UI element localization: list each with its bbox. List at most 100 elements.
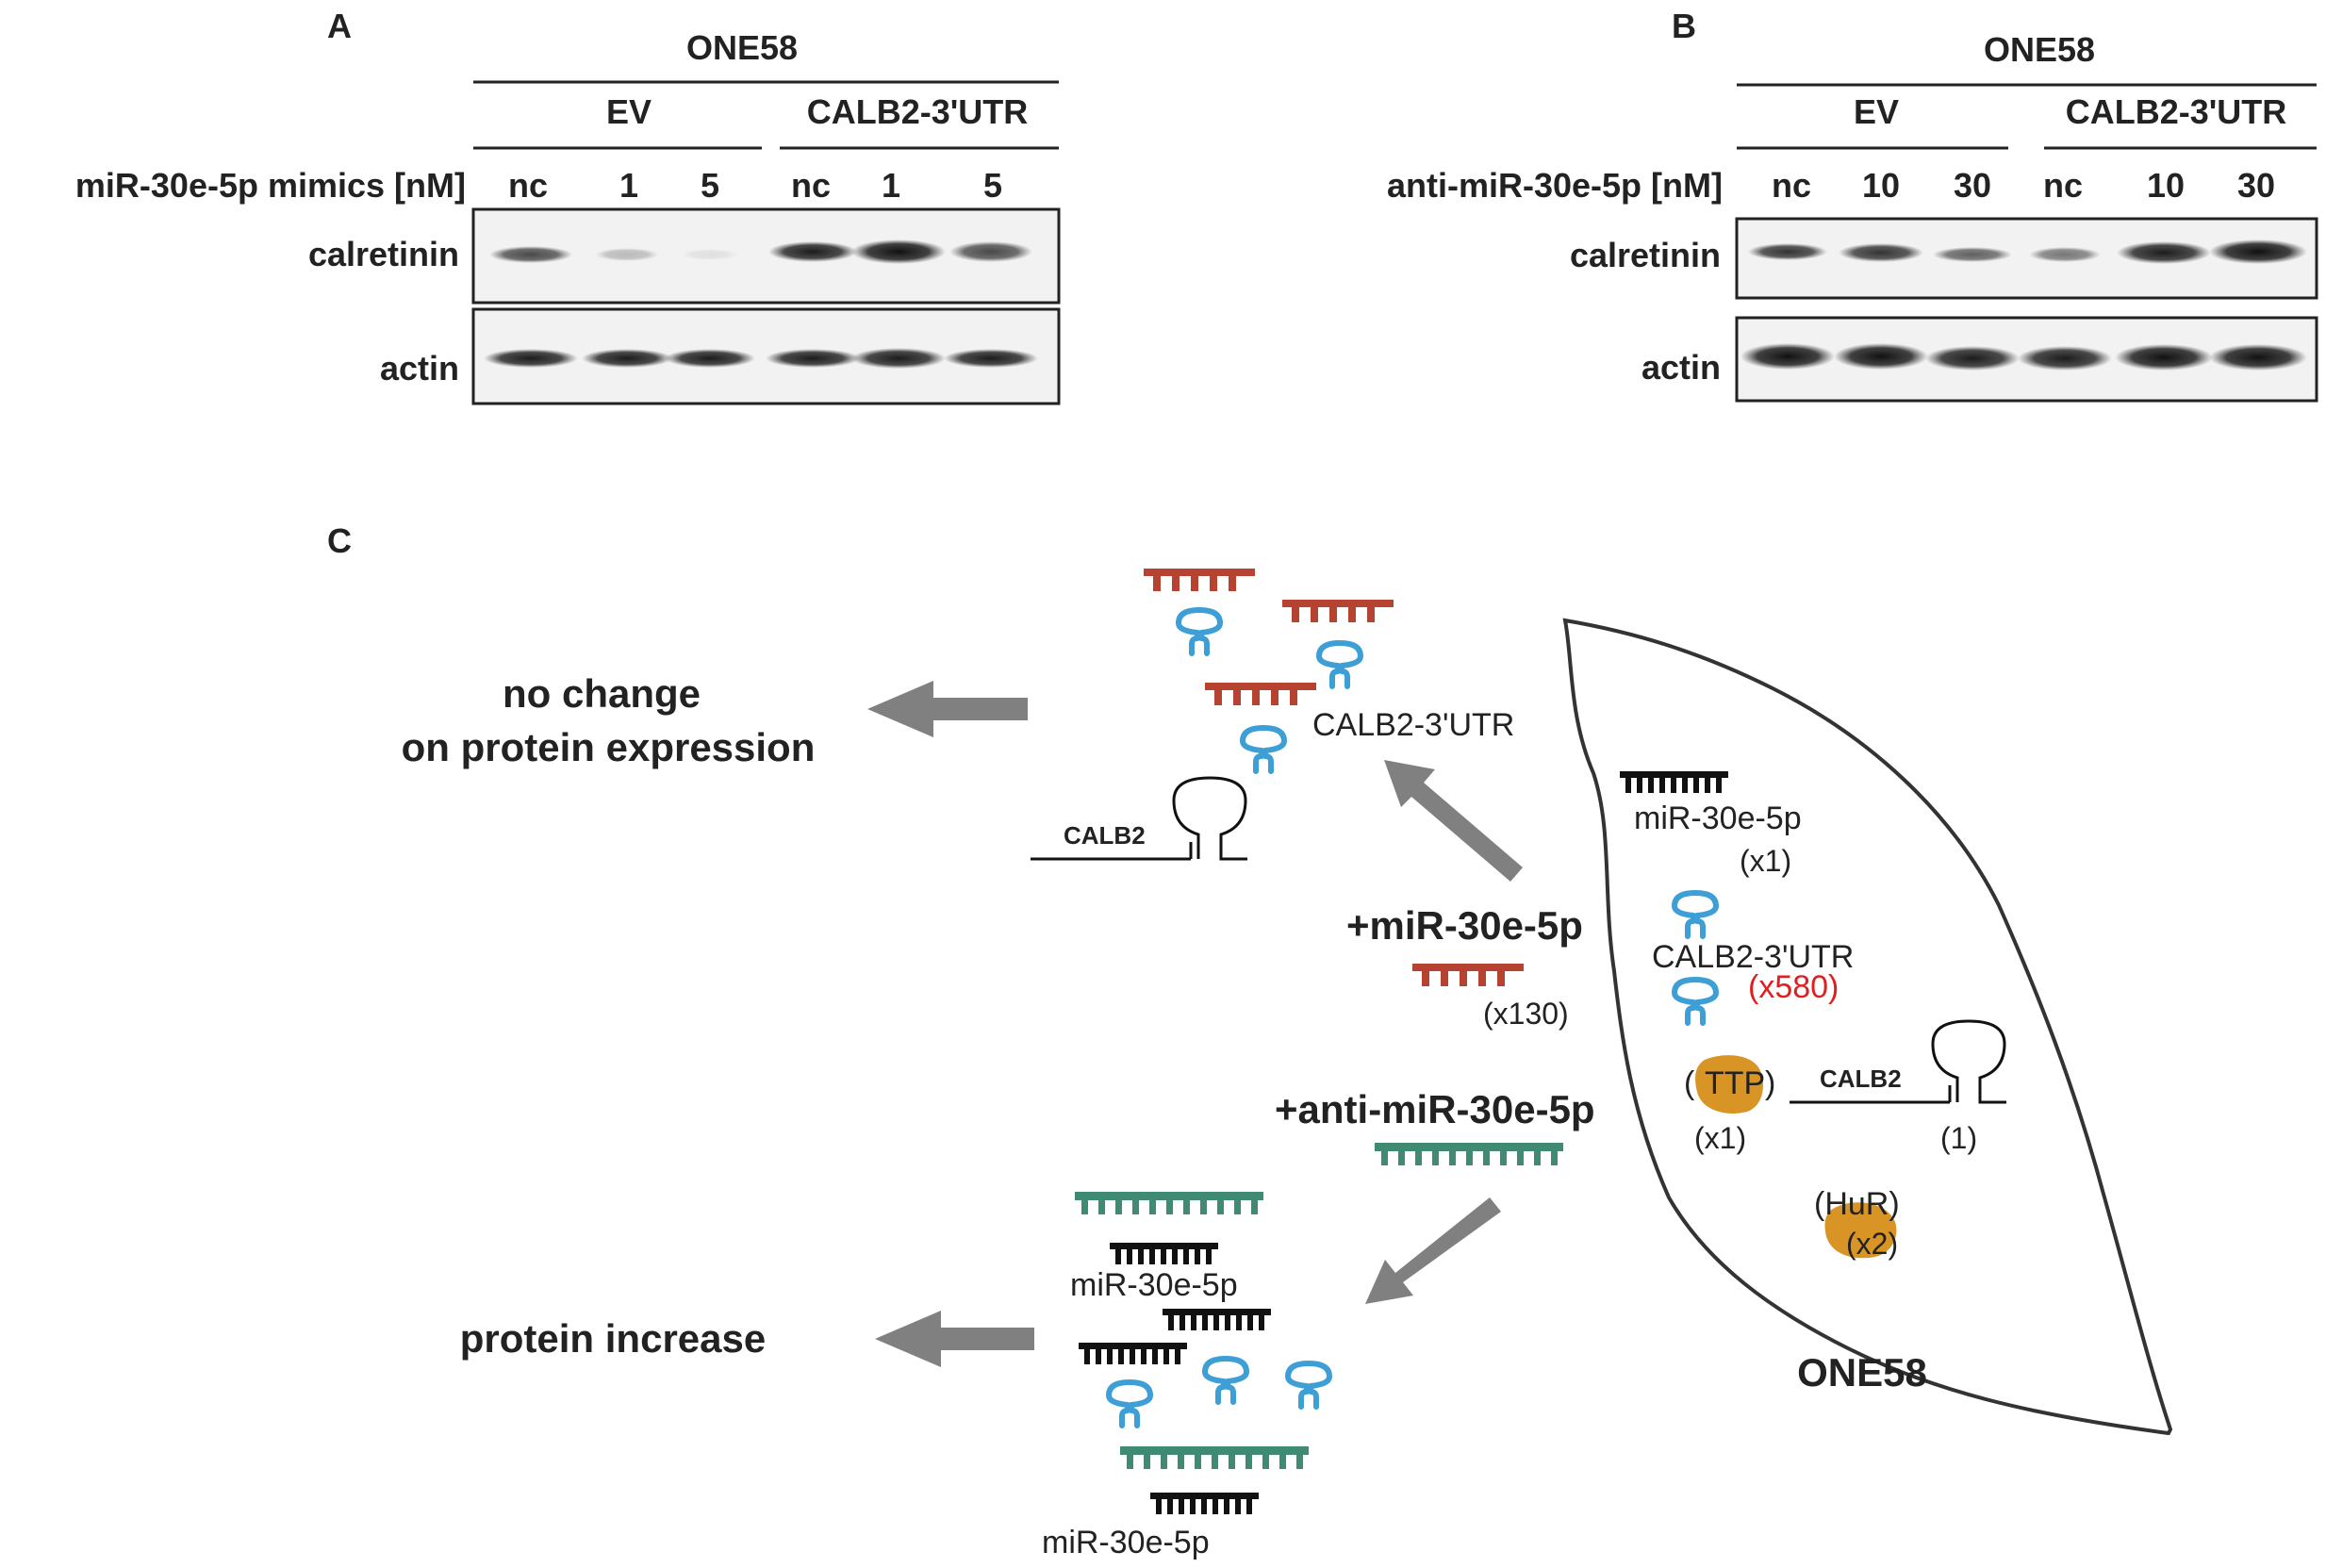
- panel-b-lane-label: nc: [1772, 166, 1811, 205]
- mirna-comb-icon: [1079, 1343, 1187, 1364]
- utr-stemloop-icon: [1205, 1359, 1246, 1402]
- arrow-left-icon: [875, 1311, 1034, 1367]
- band: [1839, 243, 1923, 262]
- mimic-comb-icon: [1144, 569, 1255, 591]
- mirna-comb-icon: [1110, 1243, 1218, 1264]
- cell-ttp-open: (: [1684, 1065, 1695, 1101]
- protein-increase-text: protein increase: [460, 1316, 766, 1361]
- plus-mir-label: +miR-30e-5p: [1346, 903, 1583, 948]
- cell-ttp-close: ): [1765, 1065, 1775, 1101]
- anti-mir-comb-icon: [1120, 1446, 1309, 1469]
- panel-a-lane-label: 1: [619, 166, 638, 205]
- cell-calb2-count: (1): [1940, 1121, 1977, 1155]
- panel-b-lane-label: 30: [2237, 166, 2275, 205]
- panel-b: B ONE58 EV CALB2-3'UTR anti-miR-30e-5p […: [1387, 7, 2318, 403]
- cell-ttp-label: TTP: [1705, 1065, 1765, 1101]
- no-change-text-line2: on protein expression: [402, 725, 816, 769]
- panel-b-calretinin-blot: [1735, 217, 2318, 300]
- mir-label: miR-30e-5p: [1070, 1267, 1238, 1303]
- ttp-protein-icon: [1695, 1055, 1763, 1114]
- mirna-comb-icon: [1620, 771, 1728, 793]
- mimic-comb-icon: [1412, 964, 1524, 986]
- panel-a-lane-label: nc: [508, 166, 548, 205]
- utr-stemloop-icon: [1288, 1363, 1329, 1407]
- utr-label: CALB2-3'UTR: [1312, 707, 1514, 743]
- panel-a-treatment-label: miR-30e-5p mimics [nM]: [75, 166, 466, 205]
- panel-b-actin-blot: [1735, 316, 2318, 403]
- panel-c-letter: C: [327, 521, 352, 560]
- band: [2115, 344, 2213, 371]
- utr-stemloop-icon: [1674, 893, 1716, 936]
- hur-protein-icon: [1824, 1202, 1897, 1259]
- panel-a-group-utr: CALB2-3'UTR: [807, 92, 1029, 131]
- cell-calb2-label: CALB2: [1820, 1065, 1902, 1093]
- cell-utr-label: CALB2-3'UTR: [1652, 939, 1854, 975]
- band: [1933, 247, 2012, 262]
- panel-a: A ONE58 EV CALB2-3'UTR miR-30e-5p mimics…: [75, 7, 1061, 405]
- cell-hur-count: (x2): [1846, 1227, 1898, 1261]
- panel-b-cell-line: ONE58: [1984, 30, 2095, 69]
- cell-utr-count: (x580): [1748, 969, 1839, 1005]
- panel-a-letter: A: [327, 7, 352, 45]
- band: [2018, 346, 2112, 371]
- band: [768, 241, 857, 262]
- panel-a-lane-label: nc: [791, 166, 831, 205]
- cell-ttp-count: (x1): [1694, 1121, 1746, 1155]
- panel-b-lane-label: 30: [1954, 166, 1991, 205]
- band: [2029, 247, 2101, 262]
- band: [851, 348, 946, 369]
- arrow-down-left-icon: [1365, 1197, 1501, 1304]
- panel-a-cell-line: ONE58: [686, 28, 798, 67]
- anti-mir-cluster: [1075, 1192, 1329, 1514]
- mimic-comb-icon: [1205, 683, 1316, 705]
- band: [851, 239, 946, 264]
- anti-mir-comb-icon: [1075, 1192, 1263, 1214]
- cell-outline: [1562, 618, 2173, 1436]
- panel-a-group-ev: EV: [606, 92, 652, 131]
- panel-a-lane-label: 1: [882, 166, 900, 205]
- band: [484, 349, 578, 368]
- panel-b-group-ev: EV: [1854, 92, 1899, 131]
- cell-mir-count: (x1): [1740, 844, 1791, 878]
- panel-a-row-actin: actin: [380, 349, 459, 388]
- panel-b-row-calretinin: calretinin: [1570, 236, 1721, 274]
- panel-a-lane-label: 5: [701, 166, 719, 205]
- panel-b-group-utr: CALB2-3'UTR: [2066, 92, 2287, 131]
- anti-mir-comb-icon: [1375, 1143, 1563, 1165]
- band: [944, 349, 1038, 368]
- band: [1834, 343, 1928, 370]
- band: [665, 349, 755, 368]
- panel-b-lane-label: 10: [1862, 166, 1900, 205]
- panel-c: C no change on protein expression CALB2-…: [327, 521, 2173, 1560]
- panel-b-treatment-label: anti-miR-30e-5p [nM]: [1387, 166, 1723, 205]
- mir-label: miR-30e-5p: [1042, 1525, 1210, 1560]
- band: [1748, 243, 1827, 260]
- band: [582, 349, 672, 368]
- panel-b-letter: B: [1672, 7, 1696, 45]
- mimic-comb-icon: [1282, 600, 1394, 622]
- arrow-left-icon: [867, 681, 1028, 737]
- panel-a-lane-label: 5: [983, 166, 1002, 205]
- panel-a-calretinin-blot: [471, 207, 1061, 305]
- cell-hur-label: (HuR): [1814, 1186, 1900, 1222]
- panel-a-row-calretinin: calretinin: [308, 235, 459, 273]
- utr-stemloop-icon: [1319, 643, 1361, 686]
- cell-name-label: ONE58: [1797, 1350, 1927, 1395]
- cell-mir-label: miR-30e-5p: [1634, 801, 1802, 836]
- panel-b-row-actin: actin: [1641, 348, 1721, 387]
- band: [766, 349, 860, 368]
- band: [2117, 241, 2211, 264]
- band: [1740, 343, 1835, 370]
- band: [682, 249, 738, 260]
- band: [2209, 344, 2307, 371]
- mir-count-label: (x130): [1483, 997, 1569, 1031]
- panel-b-lane-label: 10: [2147, 166, 2185, 205]
- utr-stemloop-icon: [1109, 1382, 1150, 1426]
- utr-stemloop-icon: [1179, 610, 1220, 653]
- band: [1925, 346, 2020, 371]
- utr-stemloop-icon: [1674, 980, 1716, 1023]
- mirna-comb-icon: [1150, 1493, 1259, 1514]
- arrow-up-left-icon: [1384, 760, 1523, 882]
- plus-anti-mir-label: +anti-miR-30e-5p: [1275, 1087, 1595, 1131]
